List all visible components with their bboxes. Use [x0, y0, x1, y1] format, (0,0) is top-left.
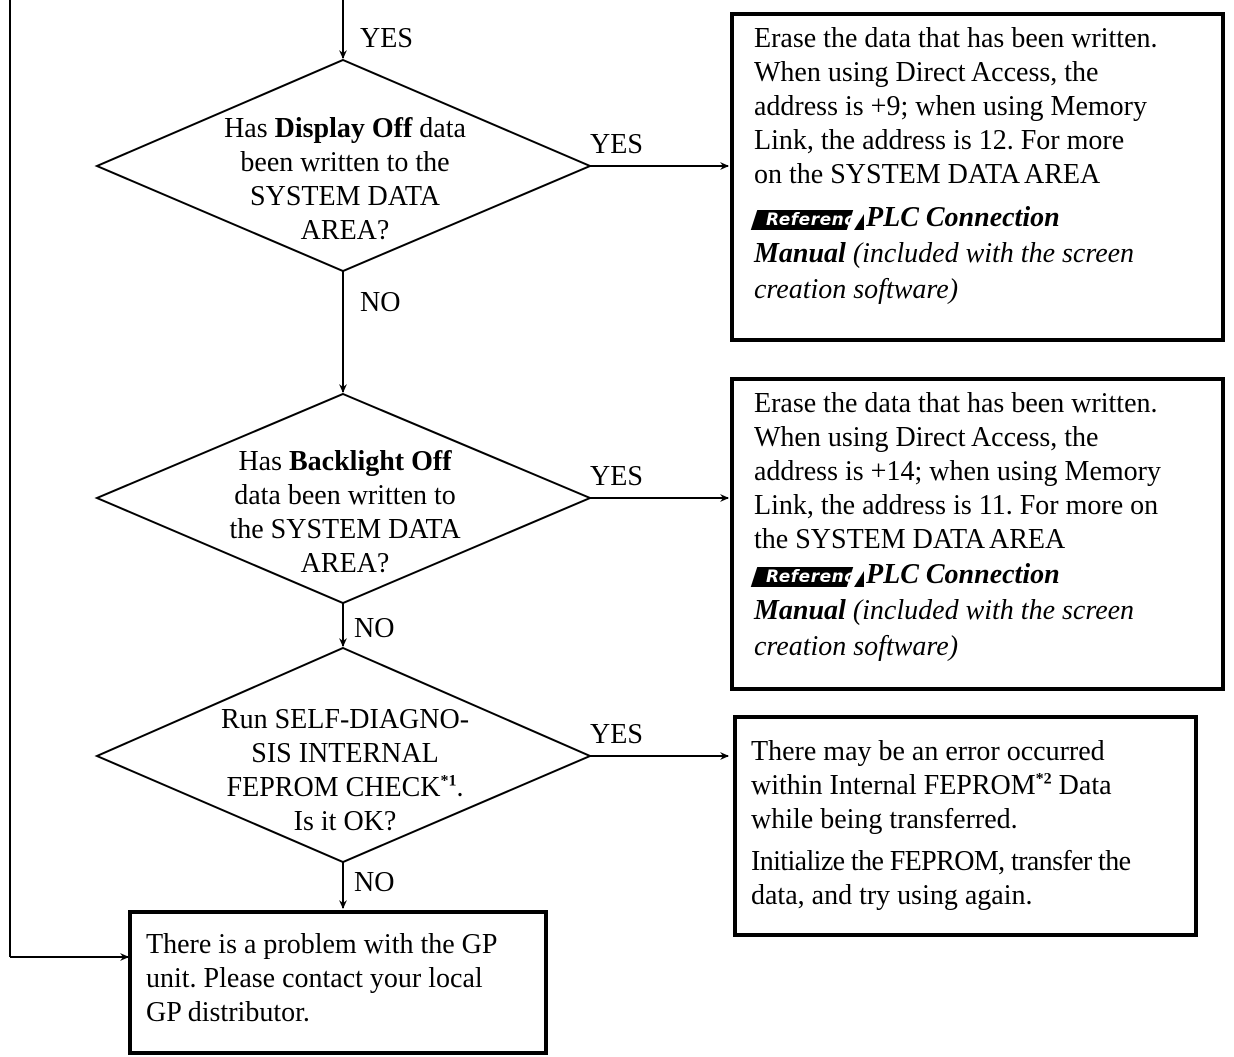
box2-ref-manual: Manual [754, 595, 846, 626]
box3-line-1: There may be an error occurred [751, 736, 1105, 767]
box2-ref-note-1: (included with the screen [845, 595, 1135, 626]
box2-line-4: Link, the address is 11. For more on [754, 490, 1159, 521]
box1-line-1: Erase the data that has been written. [754, 23, 1158, 54]
decision-text-backlight-off: Has Backlight Off data been written to t… [229, 446, 461, 579]
box3-line-3: while being transferred. [751, 804, 1018, 835]
action-box-contact-distributor: There is a problem with the GP unit. Ple… [128, 910, 548, 1055]
box2-ref-note-2: creation software) [754, 631, 959, 662]
box2-line-3: address is +14; when using Memory [754, 456, 1161, 487]
yes-label-3: YES [590, 719, 643, 750]
yes-label-1: YES [590, 129, 643, 160]
box4-line-1: There is a problem with the GP [146, 929, 498, 960]
box3-line-4: Initialize the FEPROM, transfer the [751, 846, 1131, 877]
decision-text-feprom-check: Run SELF-DIAGNO- SIS INTERNAL FEPROM CHE… [220, 704, 470, 837]
box1-ref-note-1: (included with the screen [845, 238, 1135, 269]
box1-ref-manual: Manual [754, 238, 846, 269]
box2-line-5: the SYSTEM DATA AREA [754, 524, 1066, 555]
box2-line-1: Erase the data that has been written. [754, 388, 1158, 419]
box2-ref-title: PLC Connection [866, 559, 1060, 590]
no-label-1: NO [360, 287, 401, 318]
box4-line-3: GP distributor. [146, 997, 310, 1028]
box1-line-3: address is +9; when using Memory [754, 91, 1147, 122]
reference-badge-icon: Reference [750, 565, 866, 589]
box3-line-5: data, and try using again. [751, 880, 1033, 911]
box3-line-2: within Internal FEPROM*2 Data [751, 770, 1112, 801]
decision-text-display-off: Has Display Off data been written to the… [224, 113, 466, 246]
box1-line-5: on the SYSTEM DATA AREA [754, 159, 1101, 190]
box2-line-2: When using Direct Access, the [754, 422, 1099, 453]
box4-line-2: unit. Please contact your local [146, 963, 483, 994]
box1-ref-title: PLC Connection [866, 202, 1060, 233]
no-label-3: NO [354, 867, 395, 898]
yes-label-2: YES [590, 461, 643, 492]
action-box-backlight-off: Erase the data that has been written. Wh… [730, 377, 1225, 691]
action-box-feprom-error: There may be an error occurred within In… [733, 715, 1198, 937]
action-box-display-off: Erase the data that has been written. Wh… [730, 12, 1225, 342]
box1-line-2: When using Direct Access, the [754, 57, 1099, 88]
box1-ref-note-2: creation software) [754, 274, 959, 305]
yes-top-label: YES [360, 23, 413, 54]
box1-line-4: Link, the address is 12. For more [754, 125, 1125, 156]
reference-badge-icon: Reference [750, 208, 866, 232]
no-label-2: NO [354, 613, 395, 644]
